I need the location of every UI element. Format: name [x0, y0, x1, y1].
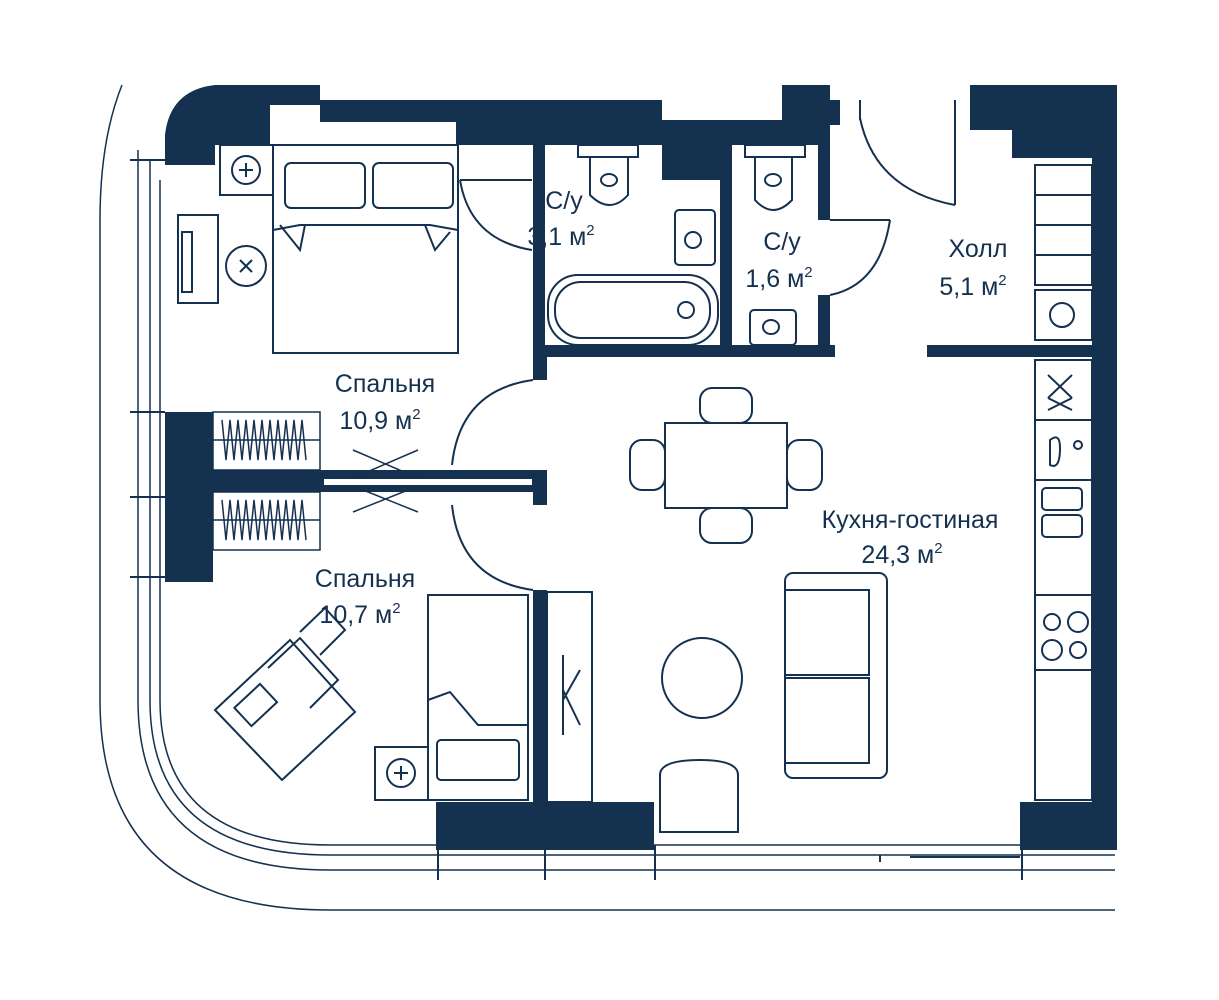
bedroom-1-name: Спальня: [335, 370, 435, 398]
bathroom-1-name: С/у: [545, 187, 583, 215]
hall-area: 5,1 м2: [939, 272, 1006, 301]
walls: [165, 85, 1117, 850]
wardrobe-2: [212, 491, 321, 551]
kitchen-living-area: 24,3 м2: [861, 540, 942, 569]
bed-single: [427, 594, 529, 801]
sliding-door: [352, 449, 419, 513]
bedroom-2-area: 10,7 м2: [319, 600, 400, 629]
hall-name: Холл: [949, 235, 1008, 263]
coffee-table: [661, 637, 743, 719]
dining-table: [629, 387, 823, 544]
bathroom-2-fixtures: [744, 144, 806, 346]
doors: [451, 100, 956, 591]
nightstand-2: [374, 746, 429, 801]
kitchen-cabinets: [1034, 164, 1093, 801]
radiator-1: [177, 214, 219, 304]
wardrobe-1: [212, 411, 321, 471]
room-labels: Спальня 10,9 м2 Спальня 10,7 м2 С/у 3,1 …: [315, 187, 1008, 629]
bathroom-2-name: С/у: [763, 228, 801, 256]
window-frames: [130, 159, 1023, 880]
bedroom-2-name: Спальня: [315, 565, 415, 593]
nightstand: [219, 144, 274, 287]
armchair: [659, 758, 739, 833]
sofa: [784, 572, 888, 779]
kitchen-living-name: Кухня-гостиная: [822, 506, 999, 534]
bathroom-1-fixtures: [547, 144, 719, 346]
bed-double: [272, 144, 459, 354]
bathroom-2-area: 1,6 м2: [745, 264, 812, 293]
bathroom-1-area: 3,1 м2: [527, 222, 594, 251]
tv-stand: [546, 591, 593, 803]
bedroom-1-area: 10,9 м2: [339, 406, 420, 435]
facade-outline: [99, 84, 1115, 911]
desk: [213, 606, 357, 782]
